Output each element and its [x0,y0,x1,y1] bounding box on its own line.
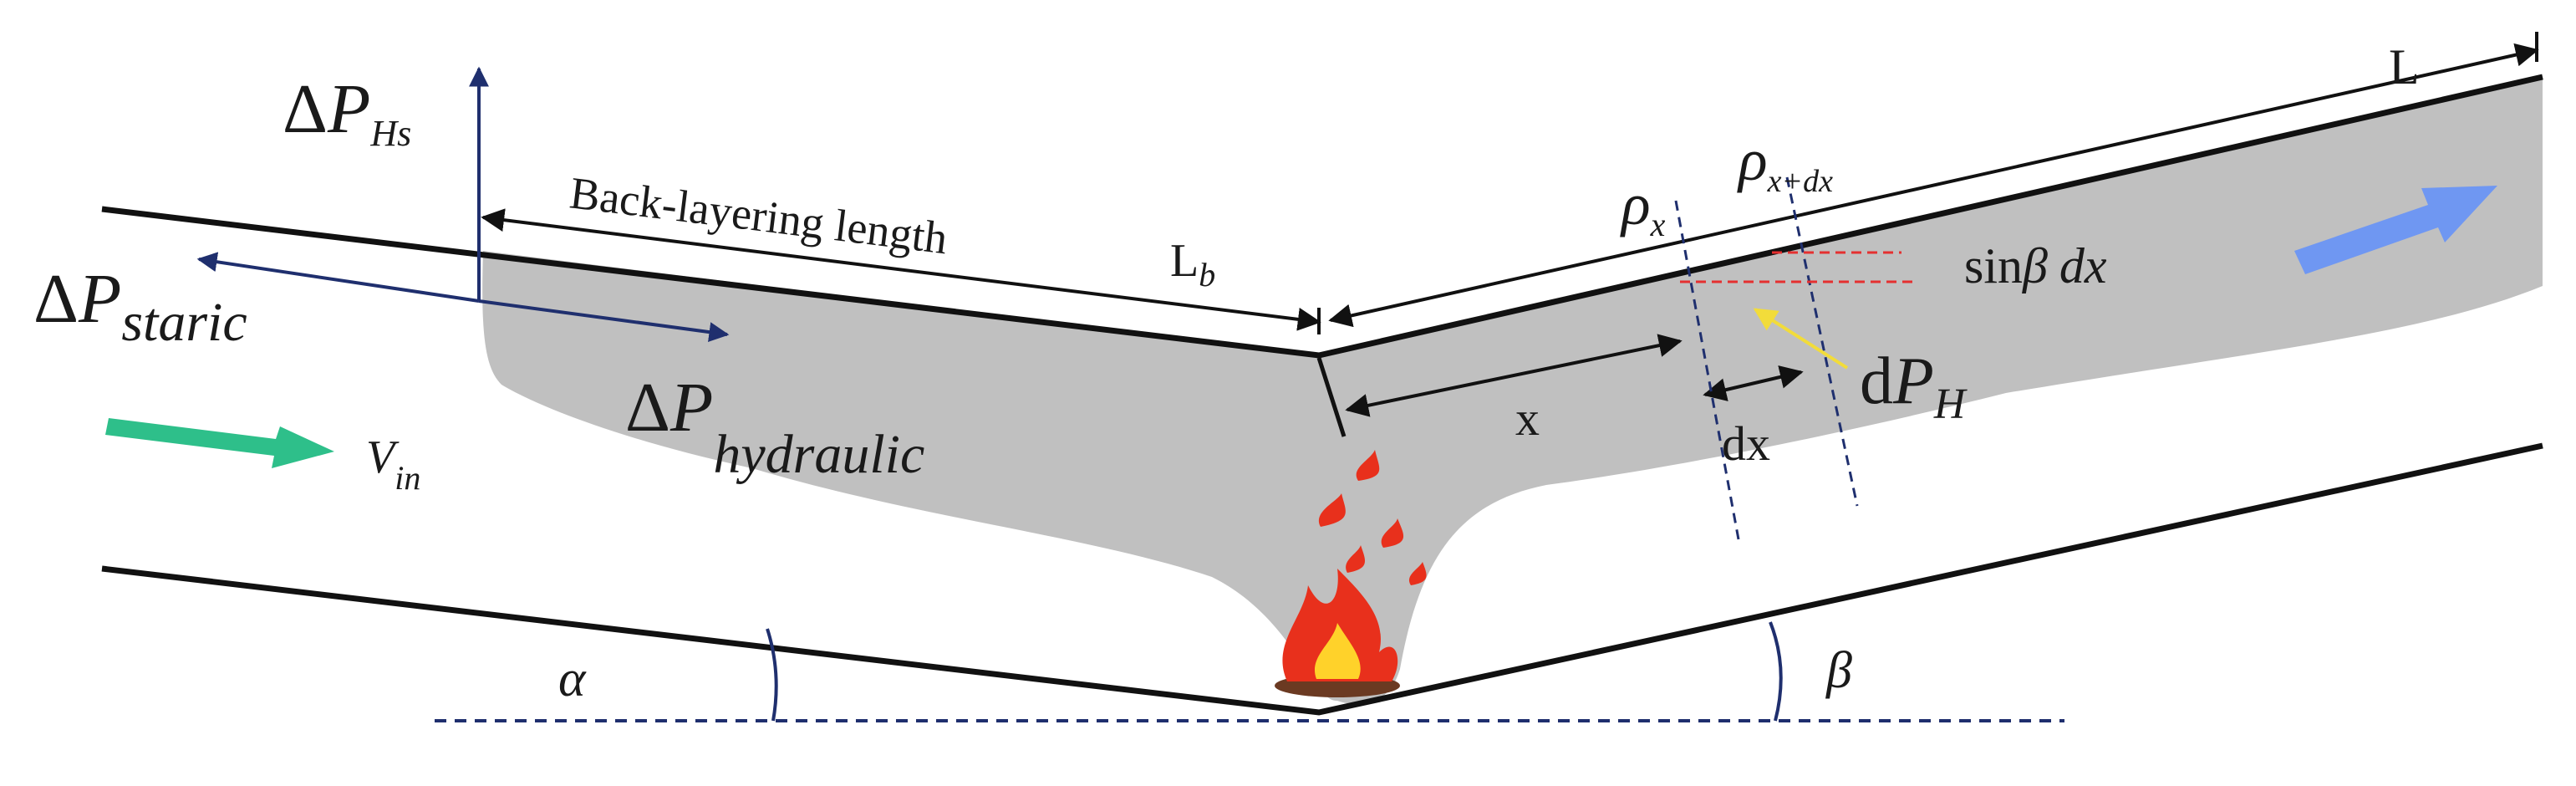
rho-x-dx-label: ρx+dx [1737,126,1833,199]
rho-x-label: ρx [1620,171,1666,243]
fire-plume-axis [1316,357,1347,437]
delta-p-hs-label: ΔPHs [283,70,411,154]
rho-x-subscript: x [1650,206,1666,243]
smoke-layer [482,77,2543,705]
x-distance-arrow [1345,334,1683,417]
rho-symbol: ρ [1737,126,1768,193]
lb-subscript: b [1199,256,1215,293]
staric-pressure-arrow [196,252,480,303]
inflow-arrow [105,418,334,468]
p-symbol: P [327,70,370,148]
p-symbol: P [78,260,121,338]
dx-italic: dx [2059,238,2107,293]
x-label: x [1515,391,1540,446]
delta-symbol: Δ [625,369,670,447]
v-symbol: V [366,431,400,483]
alpha-angle-arc [766,628,778,722]
rho-x-dx-subscript: x+dx [1767,164,1834,199]
hs-subscript: Hs [369,113,411,154]
outflow-arrow [2294,186,2497,274]
beta-angle-arc [1769,621,1783,722]
alpha-label: α [558,651,587,707]
fire-icon [1275,450,1427,697]
delta-symbol: Δ [283,70,328,148]
dimension-arrows [481,32,2539,417]
tunnel-floor [101,442,2543,716]
delta-p-hydraulic-label: ΔPhydraulic [625,369,924,485]
section-x-dx-line [1785,176,1859,507]
rho-symbol: ρ [1620,171,1651,237]
dph-d: d [1860,345,1893,418]
sin-prefix: sin [1964,238,2023,293]
section-x-line [1674,200,1740,540]
control-volume-sections [1674,176,1914,540]
delta-p-staric-label: ΔPstaric [33,260,247,353]
p-symbol: P [669,369,713,447]
staric-subscript: staric [121,292,247,353]
dph-label: dPH [1860,345,1968,428]
dx-distance-arrow [1703,365,1804,401]
delta-symbol: Δ [33,260,79,338]
dph-p: P [1892,345,1934,418]
lb-main: L [1170,235,1199,287]
l-label: L [2389,39,2420,94]
beta-label: β [1825,642,1852,699]
hydraulic-subscript: hydraulic [713,424,924,485]
v-in-label: Vin [366,431,420,497]
dx-label: dx [1722,416,1770,471]
beta-symbol: β [2022,238,2048,293]
dph-subscript: H [1933,380,1968,428]
l-length-arrow [1328,43,2539,328]
dph-pointer-arrow [1753,308,1849,370]
backlayering-length-arrow [481,208,1321,331]
backlayering-length-label: Back-layering length [568,167,950,263]
lb-label: Lb [1170,235,1215,293]
v-subscript: in [395,459,420,497]
